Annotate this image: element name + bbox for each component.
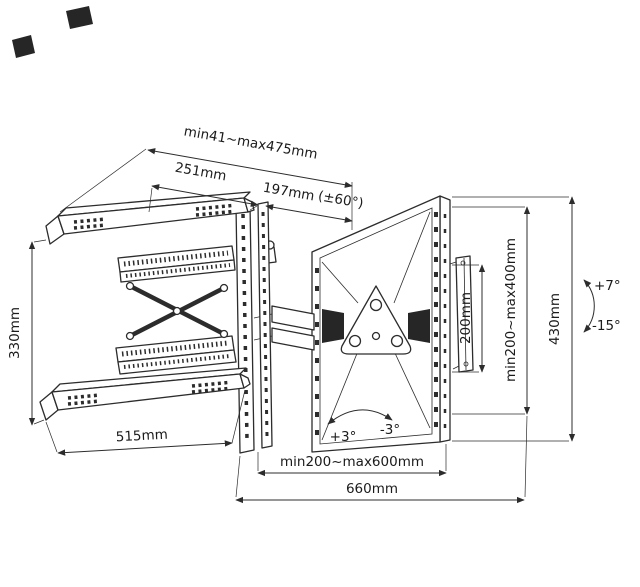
dimension-arm-front <box>148 184 259 213</box>
label-vesa-height: 200mm <box>458 292 474 344</box>
dimension-plate-height <box>452 196 576 442</box>
swivel-angle-indicator <box>327 409 393 425</box>
tilt-angle-indicator <box>583 279 595 333</box>
dimension-vesa-width-range <box>257 444 447 477</box>
pivot-circle <box>219 329 229 339</box>
vesa-slot-row <box>73 217 107 224</box>
label-level-minus: -3° <box>380 422 400 438</box>
tilt-arc-arrow <box>583 279 595 333</box>
vesa-slot-row <box>67 399 101 406</box>
dimension-plate-width <box>235 415 528 504</box>
label-level-plus: +3° <box>330 429 357 445</box>
pivot-circle <box>219 283 229 293</box>
label-tilt-up: +7° <box>594 278 621 294</box>
label-arm-rear: 197mm <box>262 180 316 205</box>
label-plate-width: 660mm <box>346 481 398 497</box>
label-bracket-width: 515mm <box>115 427 168 446</box>
label-bracket-height: 330mm <box>7 307 23 359</box>
vesa-slot-row <box>73 223 107 230</box>
dimension-bracket-width <box>45 389 246 456</box>
articulating-arm-assembly <box>115 245 237 375</box>
label-vesa-height-range: min200~max400mm <box>503 238 519 382</box>
dimension-vesa-height-range <box>452 206 531 415</box>
pivot-circle <box>125 281 135 291</box>
wall-plate-right-cutout <box>408 309 430 343</box>
dimension-arm-rear <box>265 204 353 223</box>
wall-plate-left-cutout <box>322 309 344 343</box>
tv-bracket-bottom-rail <box>39 367 251 421</box>
vesa-slot-row <box>67 393 101 400</box>
corner-mark-2 <box>66 6 93 29</box>
label-arm-front: 251mm <box>174 160 228 185</box>
wall-plate-side-profile <box>449 255 474 373</box>
wall-plate <box>311 195 451 453</box>
corner-marks <box>12 6 93 58</box>
label-swivel-range: (±60°) <box>317 188 365 212</box>
label-plate-height: 430mm <box>547 293 563 345</box>
pivot-circle <box>125 331 135 341</box>
label-tilt-down: -15° <box>592 318 621 334</box>
label-extension-range: min41~max475mm <box>183 123 319 162</box>
dimension-bracket-height <box>28 239 47 426</box>
rail-hole-column <box>261 211 269 437</box>
corner-mark-1 <box>12 35 35 58</box>
pivot-circle <box>172 306 182 316</box>
swivel-arc-arrow <box>327 409 393 425</box>
rail-hole-column <box>241 213 249 441</box>
vertical-mounting-rails <box>235 201 273 454</box>
label-vesa-width-range: min200~max600mm <box>280 454 424 470</box>
wall-plate-inner-outline <box>319 207 433 445</box>
dimension-vesa-height <box>452 264 486 373</box>
